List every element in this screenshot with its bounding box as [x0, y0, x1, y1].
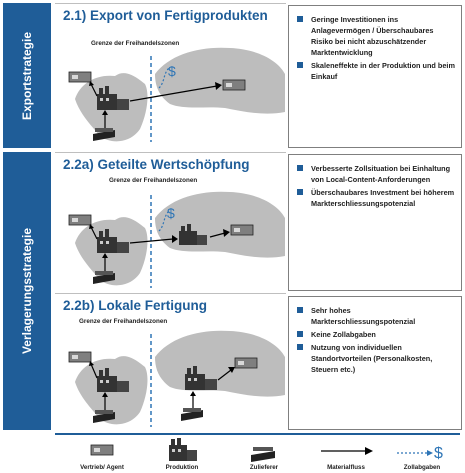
legend-item-customs-duties: $ Zollabgaben	[387, 437, 457, 471]
panel-title: 2.2a) Geteilte Wertschöpfung	[63, 157, 250, 172]
bullet-item: Geringe Investitionen ins Anlagevermögen…	[295, 14, 455, 58]
supplier-icon	[251, 447, 275, 462]
legend-label: Produktion	[165, 464, 199, 471]
boundary-label: Grenze der Freihandelszonen	[109, 177, 198, 184]
bullet-item: Sehr hohes Markterschliessungspotenzial	[295, 305, 455, 327]
bullet-box: Sehr hohes Markterschliessungspotenzial …	[288, 296, 462, 430]
legend-item-sales-agent: Vertrieb/ Agent	[67, 437, 137, 471]
legend-item-material-flow: Materialfluss	[311, 437, 381, 471]
svg-text:$: $	[167, 205, 175, 221]
legend: Vertrieb/ Agent Produktion Zulieferer Ma…	[55, 433, 460, 473]
map-illustration: $	[68, 191, 285, 288]
panel-shared-value: $ 2.2a) Geteilte Wertschöpfung Grenze de…	[55, 152, 286, 292]
panel-local-production: 2.2b) Lokale Fertigung Grenze der Freiha…	[55, 293, 286, 431]
panel-export: $ 2.1) Export von Fertigprodukten Grenze…	[55, 3, 286, 149]
legend-label: Zollabgaben	[403, 464, 441, 471]
legend-label: Materialfluss	[327, 464, 365, 471]
panel-title: 2.2b) Lokale Fertigung	[63, 298, 208, 313]
legend-label: Vertrieb/ Agent	[80, 464, 124, 471]
map-illustration: $	[68, 47, 285, 142]
legend-label: Zulieferer	[249, 464, 279, 471]
sidebar-export-strategy: Exportstrategie	[3, 3, 51, 148]
customs-duty-icon: $	[397, 445, 443, 462]
bullet-item: Verbesserte Zollsituation bei Einhaltung…	[295, 163, 455, 185]
bullet-item: Nutzung von individuellen Standortvortei…	[295, 342, 455, 375]
svg-text:$: $	[168, 63, 176, 79]
bullet-box: Geringe Investitionen ins Anlagevermögen…	[288, 5, 462, 148]
panel-title: 2.1) Export von Fertigprodukten	[63, 8, 268, 23]
factory-icon	[169, 438, 197, 461]
bullet-box: Verbesserte Zollsituation bei Einhaltung…	[288, 154, 462, 291]
svg-text:$: $	[434, 445, 443, 462]
arrow-icon	[321, 447, 373, 455]
sales-agent-icon	[90, 444, 114, 456]
legend-item-production: Produktion	[147, 437, 217, 471]
bullet-item: Überschaubares Investment bei höherem Ma…	[295, 187, 455, 209]
sidebar-label: Exportstrategie	[20, 31, 34, 120]
legend-item-supplier: Zulieferer	[229, 437, 299, 471]
bullet-item: Skaleneffekte in der Produktion und beim…	[295, 60, 455, 82]
bullet-item: Keine Zollabgaben	[295, 329, 455, 340]
map-illustration	[68, 330, 285, 427]
sidebar-relocation-strategy: Verlagerungsstrategie	[3, 152, 51, 430]
boundary-label: Grenze der Freihandelszonen	[79, 318, 168, 325]
sidebar-label: Verlagerungsstrategie	[20, 227, 34, 355]
boundary-label: Grenze der Freihandelszonen	[91, 40, 180, 47]
